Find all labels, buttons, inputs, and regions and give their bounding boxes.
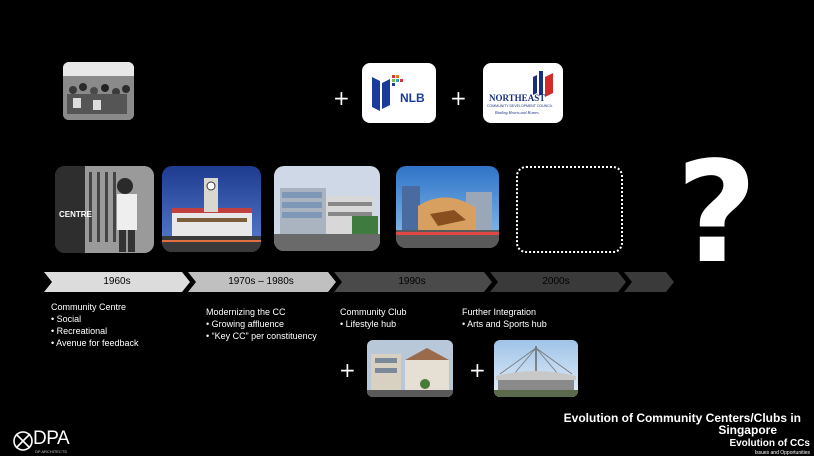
era-label-2000s: 2000s [542,276,570,287]
nlb-logo-text: NLB [400,91,425,105]
description-title: Community Centre [51,302,127,312]
photo-arts-sports-hub [494,340,578,397]
plus-icon: + [469,358,486,382]
question-mark: ? [676,132,758,295]
description-1970s-1980s: Modernizing the CC • Growing affluence •… [206,306,317,342]
era-label-1970s-1980s: 1970s – 1980s [228,276,294,287]
slide-title: Evolution of Community Centers/Clubs in … [481,412,801,436]
description-item: • Social [51,314,82,324]
slide-subtitle-tiny: Issues and Opportunities [754,450,810,456]
description-item: • Growing affluence [206,319,285,329]
description-title: Community Club [340,307,407,317]
timeline-segment-1960s [44,272,190,292]
dpa-logo-subtitle: DP ARCHITECTS [35,449,67,454]
description-item: • Arts and Sports hub [462,319,547,329]
timeline-segment-1990s [334,272,492,292]
description-2000s: Further Integration • Arts and Sports hu… [462,306,547,330]
northeast-subtitle: COMMUNITY DEVELOPMENT COUNCIL [487,104,553,108]
photo-1970s-community-centre [162,166,261,252]
timeline-segment-future [624,272,674,292]
plus-icon: + [333,86,350,110]
photo-1990s-community-club [274,166,380,251]
description-title: Further Integration [462,307,537,317]
northeast-cdc-logo: NORTHEAST COMMUNITY DEVELOPMENT COUNCIL … [483,63,563,123]
description-item: • Recreational [51,326,108,336]
description-1990s: Community Club • Lifestyle hub [340,306,407,330]
historical-crowd-photo [63,62,134,120]
description-item: • “Key CC” per constituency [206,331,317,341]
slide-title-line2: Singapore [718,423,777,437]
nlb-logo: NLB [362,63,436,123]
northeast-tagline: Binding Hearts and Homes [495,110,539,115]
plus-icon: + [339,358,356,382]
photo-2000s-community-club [396,166,499,248]
timeline-segment-1970s [188,272,336,292]
dpa-logo-text: DPA [33,428,70,449]
slide-title-line1: Evolution of Community Centers/Clubs in [563,411,801,425]
centre-sign: CENTRE [59,210,92,219]
timeline-segment-2000s [490,272,626,292]
dpa-logo: DPA DP ARCHITECTS [13,428,93,454]
era-label-1990s: 1990s [398,276,426,287]
northeast-name: NORTHEAST [489,93,546,103]
photo-1960s-community-centre: CENTRE [55,166,154,253]
plus-icon: + [450,86,467,110]
era-label-1960s: 1960s [103,276,131,287]
description-title: Modernizing the CC [206,307,286,317]
description-1960s: Community Centre • Social • Recreational… [51,301,139,349]
future-placeholder-frame [516,166,623,253]
description-item: • Avenue for feedback [51,338,139,348]
photo-lifestyle-hub [367,340,453,397]
timeline-bar [44,272,674,292]
description-item: • Lifestyle hub [340,319,397,329]
slide-subtitle: Evolution of CCs [729,438,810,449]
